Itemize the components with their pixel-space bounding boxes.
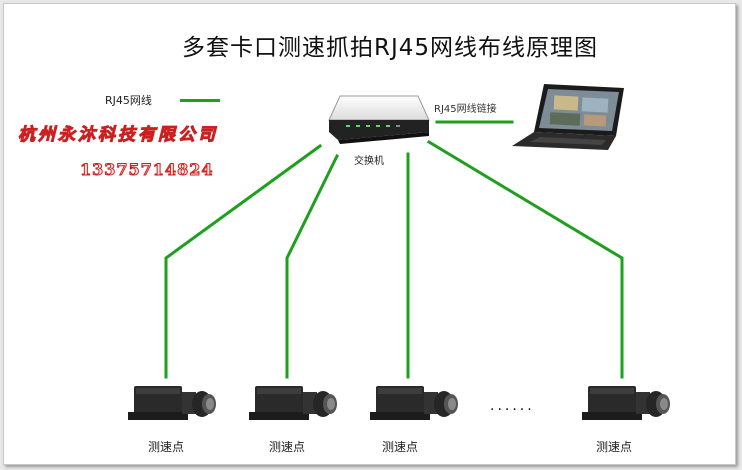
network-switch-icon bbox=[328, 95, 430, 144]
camera-label: 测速点 bbox=[148, 440, 185, 454]
camera-icon bbox=[249, 386, 337, 420]
company-phone: 13375714824 bbox=[79, 160, 214, 180]
camera-label: 测速点 bbox=[596, 440, 633, 454]
diagram-frame: 多套卡口测速抓拍RJ45网线布线原理图 RJ45网线 杭州永沐科技有限公司 13… bbox=[3, 3, 736, 465]
diagram-title: 多套卡口测速抓拍RJ45网线布线原理图 bbox=[182, 35, 599, 61]
company-name: 杭州永沐科技有限公司 bbox=[18, 125, 218, 146]
camera-icon bbox=[370, 386, 458, 420]
laptop-icon bbox=[512, 84, 624, 150]
laptop-link-label: RJ45网线链接 bbox=[434, 104, 497, 115]
camera-icon bbox=[128, 386, 216, 420]
more-cameras-ellipsis: ...... bbox=[490, 398, 535, 414]
camera-label: 测速点 bbox=[382, 440, 419, 454]
camera-label: 测速点 bbox=[269, 440, 306, 454]
cable-to-camera-4 bbox=[426, 139, 624, 379]
legend-label: RJ45网线 bbox=[105, 94, 152, 107]
camera-icon bbox=[582, 386, 670, 420]
legend-line-swatch bbox=[180, 99, 220, 102]
cable-to-camera-1 bbox=[164, 143, 323, 379]
cable-layer bbox=[164, 120, 624, 379]
switch-label: 交换机 bbox=[354, 156, 384, 167]
cable-to-camera-2 bbox=[285, 153, 340, 379]
